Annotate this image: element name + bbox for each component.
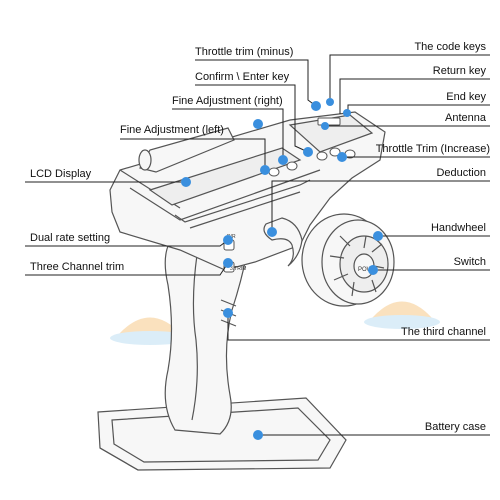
watermark-blue-wave — [110, 331, 190, 345]
dot-confirm-enter — [303, 147, 313, 157]
dot-code-keys — [326, 98, 334, 106]
dot-antenna — [321, 122, 329, 130]
label-three-channel-trim: Three Channel trim — [30, 261, 125, 273]
button-small — [316, 151, 328, 161]
label-switch: Switch — [453, 256, 486, 268]
dot-deduction — [267, 227, 277, 237]
dot-fine-adjust-left-2 — [260, 165, 270, 175]
leader-deduction — [271, 180, 490, 232]
button-small — [268, 167, 280, 177]
marking-three-trim: 3.TRIM — [230, 266, 246, 272]
leader-return-key — [339, 78, 490, 114]
leader-confirm-enter — [195, 84, 309, 153]
watermark-orange-arc — [118, 317, 182, 335]
watermark-blue-wave — [364, 315, 440, 329]
label-lcd-display: LCD Display — [30, 168, 92, 180]
label-throttle-trim-minus: Throttle trim (minus) — [195, 46, 294, 58]
dot-handwheel — [373, 231, 383, 241]
leader-fine-adjust-right — [172, 108, 284, 160]
leader-fine-adjust-left — [120, 138, 266, 170]
dot-third-channel — [223, 308, 233, 318]
label-end-key: End key — [446, 91, 486, 103]
dot-throttle-increase — [337, 152, 347, 162]
lcd-window — [148, 147, 302, 206]
dot-switch — [368, 265, 378, 275]
button-small — [329, 147, 341, 157]
dot-end-key — [343, 109, 351, 117]
label-the-code-keys: The code keys — [414, 41, 486, 53]
marking-pow: POW — [358, 267, 373, 273]
label-fine-adjustment-left: Fine Adjustment (left) — [120, 124, 224, 136]
dot-fine-adjust-left — [253, 119, 263, 129]
dot-throttle-trim-minus — [311, 101, 321, 111]
label-return-key: Return key — [432, 65, 486, 77]
label-the-third-channel: The third channel — [401, 326, 486, 338]
watermark — [110, 301, 440, 345]
label-battery-case: Battery case — [424, 421, 486, 433]
handle — [164, 234, 251, 435]
main-body — [109, 111, 386, 271]
dot-battery-case — [253, 430, 263, 440]
watermark-orange-arc — [372, 301, 432, 318]
code-key-strip — [317, 117, 341, 126]
dot-three-channel — [223, 258, 233, 268]
label-deduction: Deduction — [436, 167, 486, 179]
label-throttle-trim-increase: Throttle Trim (Increase) — [375, 143, 490, 155]
dot-fine-adjust-right — [278, 155, 288, 165]
handwheel — [301, 213, 395, 307]
callout-dots — [181, 98, 383, 440]
label-antenna: Antenna — [445, 112, 486, 124]
label-handwheel: Handwheel — [430, 222, 486, 234]
leader-third-channel — [227, 313, 490, 341]
label-confirm-enter-key: Confirm \ Enter key — [195, 71, 290, 83]
battery-case — [97, 397, 347, 471]
button-small — [286, 161, 298, 171]
dot-dual-rate — [223, 235, 233, 245]
dot-lcd-display — [181, 177, 191, 187]
leader-code-keys — [329, 54, 490, 102]
label-dual-rate-setting: Dual rate setting — [30, 232, 111, 244]
label-fine-adjustment-right: Fine Adjustment (right) — [172, 95, 283, 107]
